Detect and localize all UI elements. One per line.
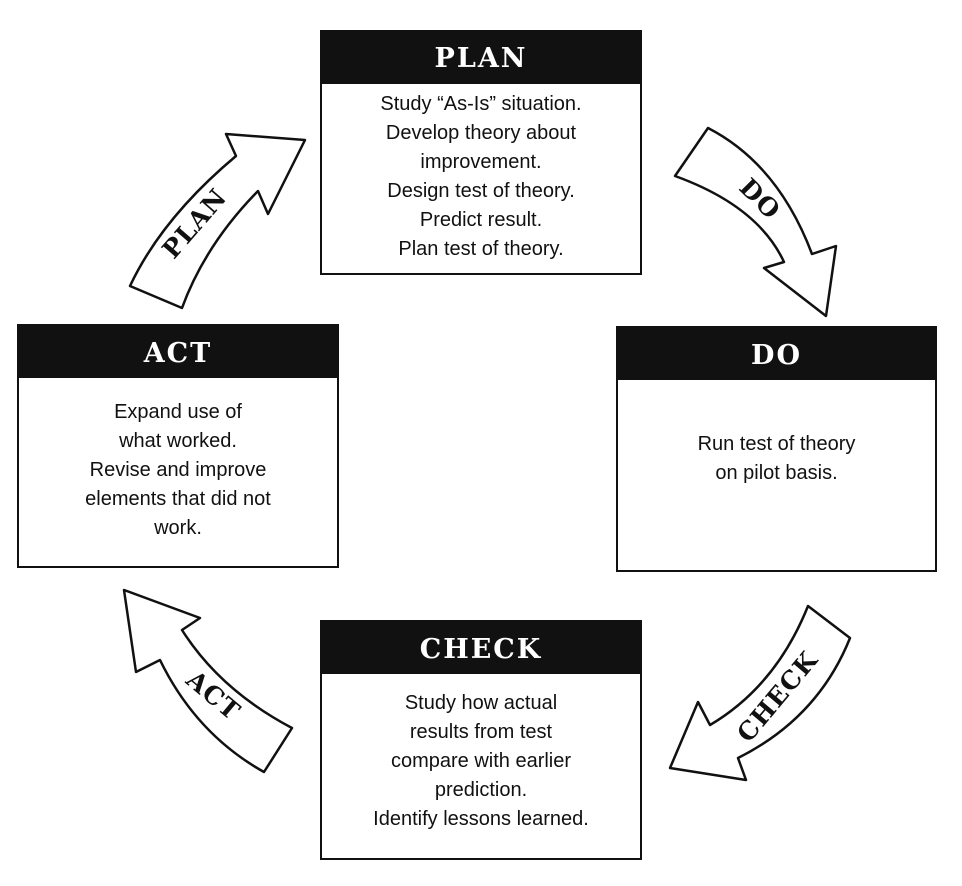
plan-arrow: PLAN: [128, 132, 307, 310]
act-line: work.: [154, 517, 202, 539]
act-box-body: Expand use of what worked. Revise and im…: [19, 378, 337, 543]
plan-line: Plan test of theory.: [398, 238, 564, 260]
check-line: Study how actual: [404, 692, 558, 714]
check-line: prediction.: [434, 779, 528, 801]
do-box-title: DO: [618, 328, 935, 380]
act-line: Revise and improve: [89, 459, 267, 481]
plan-line: Study “As-Is” situation.: [380, 93, 582, 115]
check-box: CHECK Study how actual results from test…: [320, 620, 642, 860]
do-arrow: DO: [673, 126, 838, 318]
act-line: elements that did not: [85, 488, 271, 510]
do-line: on pilot basis.: [715, 462, 838, 484]
act-arrow: ACT: [122, 588, 294, 774]
act-box: ACT Expand use of what worked. Revise an…: [17, 324, 339, 568]
plan-line: Predict result.: [419, 209, 543, 231]
plan-box-title: PLAN: [322, 32, 640, 84]
plan-line: Design test of theory.: [387, 180, 575, 202]
plan-box: PLAN Study “As-Is” situation. Develop th…: [320, 30, 642, 275]
check-arrow: CHECK: [668, 604, 852, 782]
check-line: Identify lessons learned.: [373, 808, 589, 830]
check-line: results from test: [409, 721, 553, 743]
check-box-body: Study how actual results from test compa…: [322, 674, 640, 834]
plan-line: Develop theory about: [385, 122, 577, 144]
act-line: Expand use of: [114, 401, 242, 423]
do-box: DO Run test of theory on pilot basis.: [616, 326, 937, 572]
check-box-title: CHECK: [322, 622, 640, 674]
check-line: compare with earlier: [390, 750, 572, 772]
plan-line: improvement.: [420, 151, 542, 173]
act-box-title: ACT: [19, 326, 337, 378]
plan-box-body: Study “As-Is” situation. Develop theory …: [322, 84, 640, 264]
do-line: Run test of theory: [697, 433, 856, 455]
do-box-body: Run test of theory on pilot basis.: [618, 380, 935, 488]
act-line: what worked.: [119, 430, 237, 452]
